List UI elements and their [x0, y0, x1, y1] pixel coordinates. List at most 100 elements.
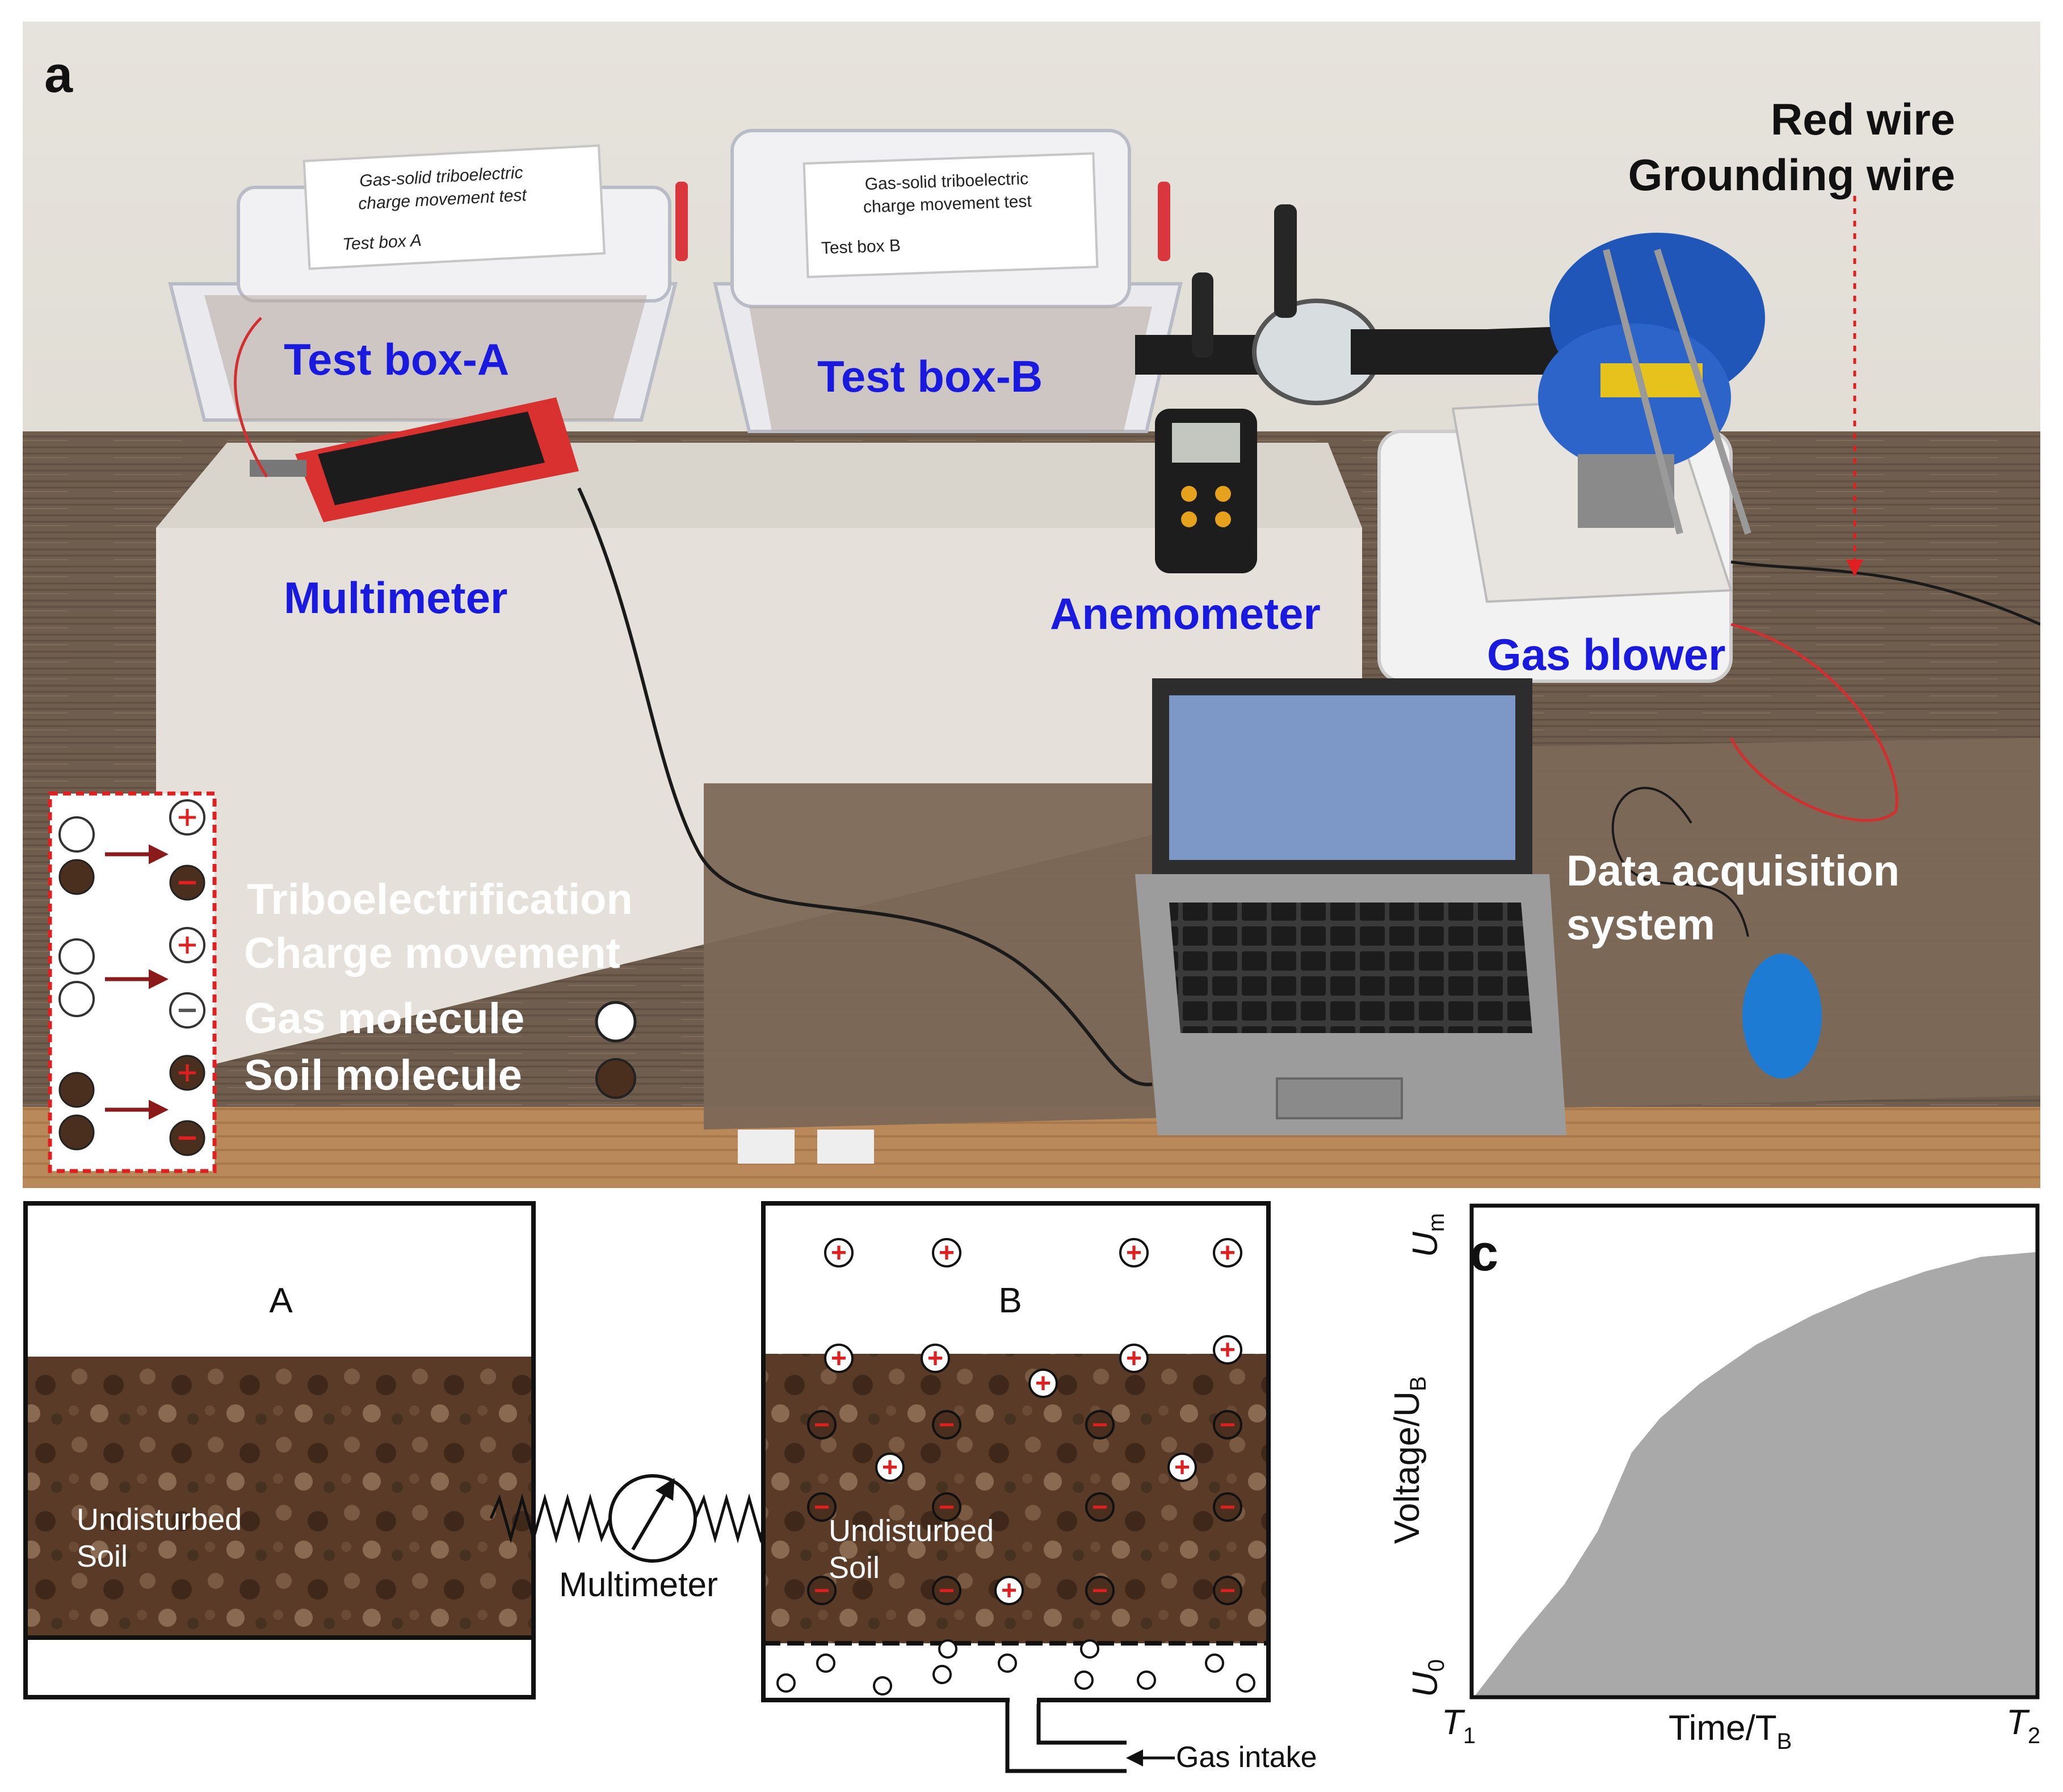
minus-sign: − — [939, 1410, 955, 1440]
positive-charge: + — [1119, 1238, 1149, 1268]
plot-frame — [1469, 1203, 2040, 1699]
legend-charge-movement: Charge movement — [244, 929, 620, 977]
panel-a-photo: Gas-solid triboelectric charge movement … — [23, 22, 2040, 1188]
minus-sign: − — [939, 1576, 955, 1606]
svg-text:Um: Um — [1406, 1213, 1449, 1257]
x-tick-t2: T2 — [2006, 1703, 2040, 1748]
panel-c: c U0 Um Voltage/UB T1 T2 Time/TB — [1388, 1203, 2040, 1754]
label-grounding-wire: Grounding wire — [1628, 150, 1955, 200]
test-box-a: Gas-solid triboelectric charge movement … — [168, 144, 688, 422]
label-gas-blower: Gas blower — [1487, 629, 1725, 679]
minus-sign: − — [814, 1576, 830, 1606]
spring-left — [489, 1493, 612, 1544]
intake-pipe-outer — [1005, 1700, 1127, 1773]
label-test-box-b: Test box-B — [817, 351, 1043, 401]
sticker-b-line3: Test box B — [821, 236, 901, 258]
plus-sign: + — [1126, 1344, 1142, 1374]
svg-text:U0: U0 — [1406, 1659, 1449, 1697]
box-b-soil-label-2: Soil — [829, 1551, 880, 1585]
negative-charge: − — [1085, 1576, 1115, 1606]
plus-sign: + — [1174, 1453, 1190, 1483]
sticker-b — [802, 152, 1099, 279]
negative-charge: − — [1213, 1492, 1242, 1522]
positive-charge: + — [1028, 1369, 1058, 1399]
board-foot — [738, 1130, 795, 1164]
mouse-cable — [1611, 787, 1749, 937]
positive-charge: + — [1119, 1344, 1149, 1374]
box-a-soil-label-1: Undisturbed — [77, 1503, 242, 1537]
positive-charge: + — [824, 1238, 854, 1268]
positive-charge: + — [1213, 1238, 1242, 1268]
gas-bubbles — [776, 1639, 1255, 1696]
minus-sign: − — [1220, 1410, 1236, 1440]
x-tick-t1: T1 — [1442, 1703, 1476, 1748]
negative-charge: − — [807, 1576, 837, 1606]
x-axis-label: Time/TB — [1669, 1709, 1792, 1754]
plus-sign: + — [1220, 1335, 1236, 1365]
legend-soil-molecule-icon — [595, 1058, 636, 1099]
positive-charge: + — [932, 1238, 961, 1268]
positive-charge: + — [875, 1453, 905, 1483]
cable — [577, 487, 1153, 1086]
negative-charge: − — [932, 1410, 961, 1440]
svg-text:Voltage/UB: Voltage/UB — [1388, 1376, 1431, 1544]
ground-cable — [1730, 560, 2040, 626]
sticker-a-line3: Test box A — [342, 231, 422, 254]
test-box-b: Gas-solid triboelectric charge movement … — [713, 129, 1183, 433]
panel-b: b A Undisturbed Soil Multimeter B Undist… — [23, 1201, 1317, 1774]
label-anemometer: Anemometer — [1050, 589, 1321, 639]
negative-charge: − — [1213, 1410, 1242, 1440]
box-a-soil — [28, 1357, 531, 1638]
intake-pipe-inner — [1036, 1700, 1127, 1745]
negative-charge: − — [932, 1576, 961, 1606]
plus-sign: + — [1220, 1238, 1236, 1268]
negative-charge: − — [1085, 1410, 1115, 1440]
legend-triboelectrification: Triboelectrification — [247, 875, 633, 924]
gas-intake-label: Gas intake — [1176, 1741, 1317, 1774]
y-axis-label: Voltage/UB — [1388, 1376, 1431, 1544]
legend-gas-molecule-icon — [595, 1001, 637, 1043]
label-data-acquisition-line1: Data acquisition — [1566, 847, 1900, 895]
red-cable — [1729, 623, 1898, 822]
minus-sign: − — [1092, 1410, 1108, 1440]
legend-inset — [48, 791, 217, 1173]
minus-sign: − — [939, 1492, 955, 1522]
negative-charge: − — [807, 1492, 837, 1522]
box-a-soil-label-2: Soil — [77, 1539, 128, 1573]
label-multimeter: Multimeter — [284, 573, 507, 623]
box-b-label: B — [998, 1281, 1022, 1320]
mouse — [1742, 954, 1822, 1078]
positive-charge: + — [994, 1576, 1024, 1606]
negative-charge: − — [932, 1492, 961, 1522]
label-data-acquisition-line2: system — [1566, 901, 1715, 949]
label-test-box-a: Test box-A — [284, 334, 509, 384]
positive-charge: + — [824, 1344, 854, 1374]
positive-charge: + — [921, 1344, 950, 1374]
plus-sign: + — [1001, 1576, 1017, 1606]
panel-c-label: c — [1470, 1225, 1498, 1282]
plus-sign: + — [831, 1238, 847, 1268]
plus-sign: + — [1035, 1369, 1051, 1399]
plus-sign: + — [831, 1344, 847, 1374]
legend-soil-molecule: Soil molecule — [244, 1051, 522, 1099]
plus-sign: + — [1126, 1238, 1142, 1268]
minus-sign: − — [814, 1492, 830, 1522]
minus-sign: − — [1220, 1576, 1236, 1606]
positive-charge: + — [1167, 1453, 1197, 1483]
minus-sign: − — [1092, 1492, 1108, 1522]
plus-sign: + — [882, 1453, 898, 1483]
minus-sign: − — [1092, 1576, 1108, 1606]
plus-sign: + — [927, 1344, 943, 1374]
probe-cable — [234, 317, 268, 478]
negative-charge: − — [807, 1410, 837, 1440]
meter-needle — [631, 1478, 675, 1551]
laptop — [1135, 678, 1566, 1135]
positive-charge: + — [1213, 1335, 1242, 1365]
anemometer-device — [1155, 409, 1257, 573]
y-tick-u0: U0 — [1406, 1659, 1449, 1697]
negative-charge: − — [1213, 1576, 1242, 1606]
plus-sign: + — [939, 1238, 955, 1268]
minus-sign: − — [1220, 1492, 1236, 1522]
box-b-soil-label-1: Undisturbed — [829, 1514, 994, 1548]
